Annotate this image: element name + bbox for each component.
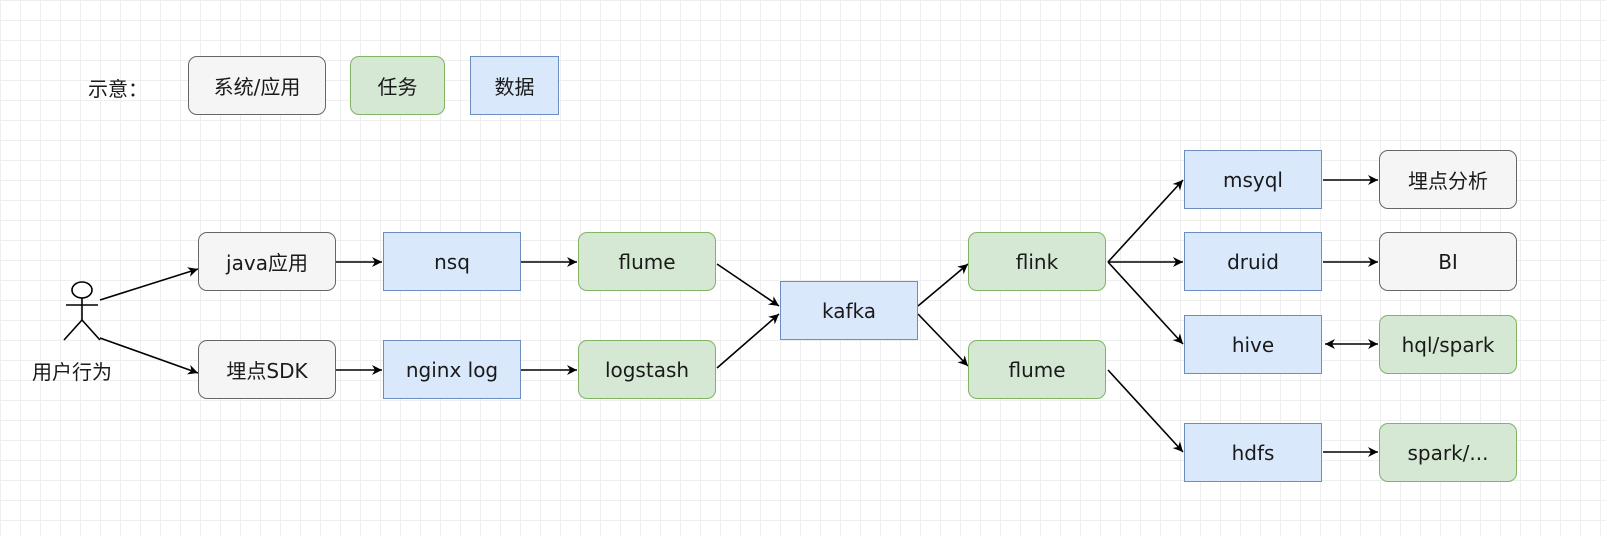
node-druid: druid bbox=[1184, 232, 1322, 291]
node-kafka: kafka bbox=[780, 281, 918, 340]
node-tracking-sdk: 埋点SDK bbox=[198, 340, 336, 399]
actor-label: 用户行为 bbox=[32, 360, 112, 384]
edge-flume-hdfs bbox=[1107, 369, 1184, 453]
edge-flink-hive bbox=[1107, 261, 1184, 345]
actor-head-icon bbox=[71, 281, 93, 299]
node-hive: hive bbox=[1184, 315, 1322, 374]
node-logstash: logstash bbox=[578, 340, 716, 399]
node-hql-spark: hql/spark bbox=[1379, 315, 1517, 374]
edge-kafka-flink bbox=[917, 263, 969, 307]
node-nsq: nsq bbox=[383, 232, 521, 291]
node-tracking-analysis: 埋点分析 bbox=[1379, 150, 1517, 209]
edge-actor-java bbox=[99, 267, 199, 301]
legend-data-box: 数据 bbox=[470, 56, 559, 115]
edge-flume-kafka bbox=[716, 263, 780, 307]
node-nginx-log: nginx log bbox=[383, 340, 521, 399]
node-bi: BI bbox=[1379, 232, 1517, 291]
node-spark: spark/... bbox=[1379, 423, 1517, 482]
node-flume-ingest: flume bbox=[578, 232, 716, 291]
node-flume-sink: flume bbox=[968, 340, 1106, 399]
edge-kafka-flume bbox=[917, 313, 969, 367]
edge-flink-mysql bbox=[1107, 179, 1184, 263]
node-flink: flink bbox=[968, 232, 1106, 291]
edge-actor-sdk bbox=[99, 337, 199, 375]
edge-logstash-kafka bbox=[716, 313, 780, 369]
node-mysql: msyql bbox=[1184, 150, 1322, 209]
actor-figure bbox=[63, 281, 101, 341]
node-java-app: java应用 bbox=[198, 232, 336, 291]
legend-label: 示意： bbox=[88, 77, 148, 101]
legend-task-box: 任务 bbox=[350, 56, 445, 115]
legend-system-box: 系统/应用 bbox=[188, 56, 326, 115]
node-hdfs: hdfs bbox=[1184, 423, 1322, 482]
